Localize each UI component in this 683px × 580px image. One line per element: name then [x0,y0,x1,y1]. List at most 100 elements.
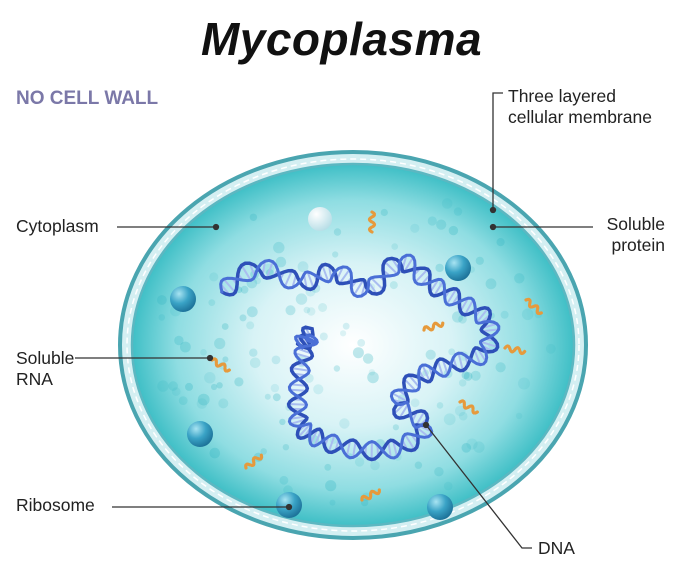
cytoplasm-particle [370,460,380,471]
cytoplasm-particle [318,303,328,312]
dna-rung [338,268,351,285]
cytoplasm-particle [319,332,328,341]
cytoplasm-particle [427,216,437,226]
cytoplasm-particle [271,355,281,365]
dna-rung [473,348,482,366]
dna-rung [404,433,416,451]
dna-rung [398,403,409,419]
cytoplasm-particle [329,499,336,506]
dna-rung [240,264,252,281]
cytoplasm-particle [470,370,481,381]
cytoplasm-particle [264,393,271,400]
cytoplasm-particle [239,314,247,322]
cytoplasm-particle [254,277,261,285]
cytoplasm-particle [434,467,444,477]
dna-rung [383,260,399,275]
cytoplasm-particle [435,263,444,273]
dna-rung [294,352,312,359]
cytoplasm-particle [459,379,467,387]
cytoplasm-particle [436,402,444,409]
dna-rung [283,270,293,288]
cytoplasm-particle [441,198,453,209]
cytoplasm-particle [466,438,478,450]
rna-label: Soluble RNA [16,348,74,390]
diagram-title: Mycoplasma [200,13,483,65]
cytoplasm-label: Cytoplasm [16,216,99,236]
cytoplasm-particle [157,380,169,392]
cytoplasm-particle [391,243,399,250]
dna-rung [290,383,307,387]
dna-rung [403,378,417,392]
ribosome [427,494,453,520]
rna-label-line2: RNA [16,369,53,389]
cytoplasm-particles [157,198,556,507]
cytoplasm-particle [475,256,484,265]
dna-rung [313,430,323,447]
cytoplasm-particle [463,372,473,381]
dna-rung [297,423,312,438]
dna-rung [481,328,499,333]
cytoplasm-particle [340,330,347,337]
cytoplasm-particle [448,225,459,236]
dna-rung [391,392,409,403]
no-cell-wall-label: NO CELL WALL [16,88,159,109]
cytoplasm-particle [158,314,166,321]
cytoplasm-particle [453,207,463,216]
cytoplasm-particle [342,322,350,330]
rna-label-line1: Soluble [16,348,75,368]
dna-rung [421,364,431,382]
cytoplasm-particle [443,481,453,491]
cytoplasm-particle [273,241,285,254]
cytoplasm-particle [514,273,525,284]
cytoplasm-particle [249,357,261,369]
dna-rung [370,277,385,291]
cytoplasm-particle [260,448,268,455]
cytoplasm-particle [209,272,219,282]
rna-group [210,210,543,502]
cytoplasm-particle [222,356,229,363]
ribosome [187,421,213,447]
cytoplasm-particle [461,443,472,453]
cytoplasm-particle [452,311,464,323]
cytoplasm-particle [425,349,436,360]
cytoplasm-particle [443,413,456,426]
cytoplasm-particle [218,398,229,409]
dna-leader [425,424,532,549]
cytoplasm-particle [357,339,366,347]
cytoplasm-particle [495,362,506,373]
cytoplasm-particle [275,256,287,268]
cytoplasm-particle [324,463,332,471]
membrane-leader [492,92,503,210]
dna-rung [353,279,365,296]
cytoplasm-particle [171,387,181,396]
cytoplasm-particle [367,371,379,384]
dna-rung [441,358,449,375]
rna-squiggle [367,210,377,234]
protein-label-line2: protein [611,235,665,255]
cytoplasm-particle [282,444,290,451]
cytoplasm-particle [461,371,470,380]
cytoplasm-particle [515,412,523,420]
dna-rung [345,440,352,457]
cytoplasm-particle [295,293,308,305]
dna-rung [288,403,307,406]
dna-rung [475,307,489,324]
cytoplasm-particle [279,418,286,426]
dna-rung [222,278,236,294]
cytoplasm-particle [178,396,188,405]
cytoplasm-particle [246,306,258,318]
cytoplasm-particle [354,457,365,467]
cytoplasm-particle [313,384,324,395]
dna-rung [327,434,336,453]
membrane-label-line2: cellular membrane [508,107,652,127]
cytoplasm-particle [240,285,249,294]
cytoplasm-particle [389,281,398,290]
dna-backbone-b [219,253,501,460]
cytoplasm-particle [352,347,364,359]
cytoplasm-particle [500,310,509,319]
cytoplasm-particle [221,323,229,330]
protein-label-line1: Soluble [606,214,665,234]
cytoplasm-particle [208,299,216,306]
cytoplasm-particle [246,321,255,330]
dna-rung [321,264,330,283]
